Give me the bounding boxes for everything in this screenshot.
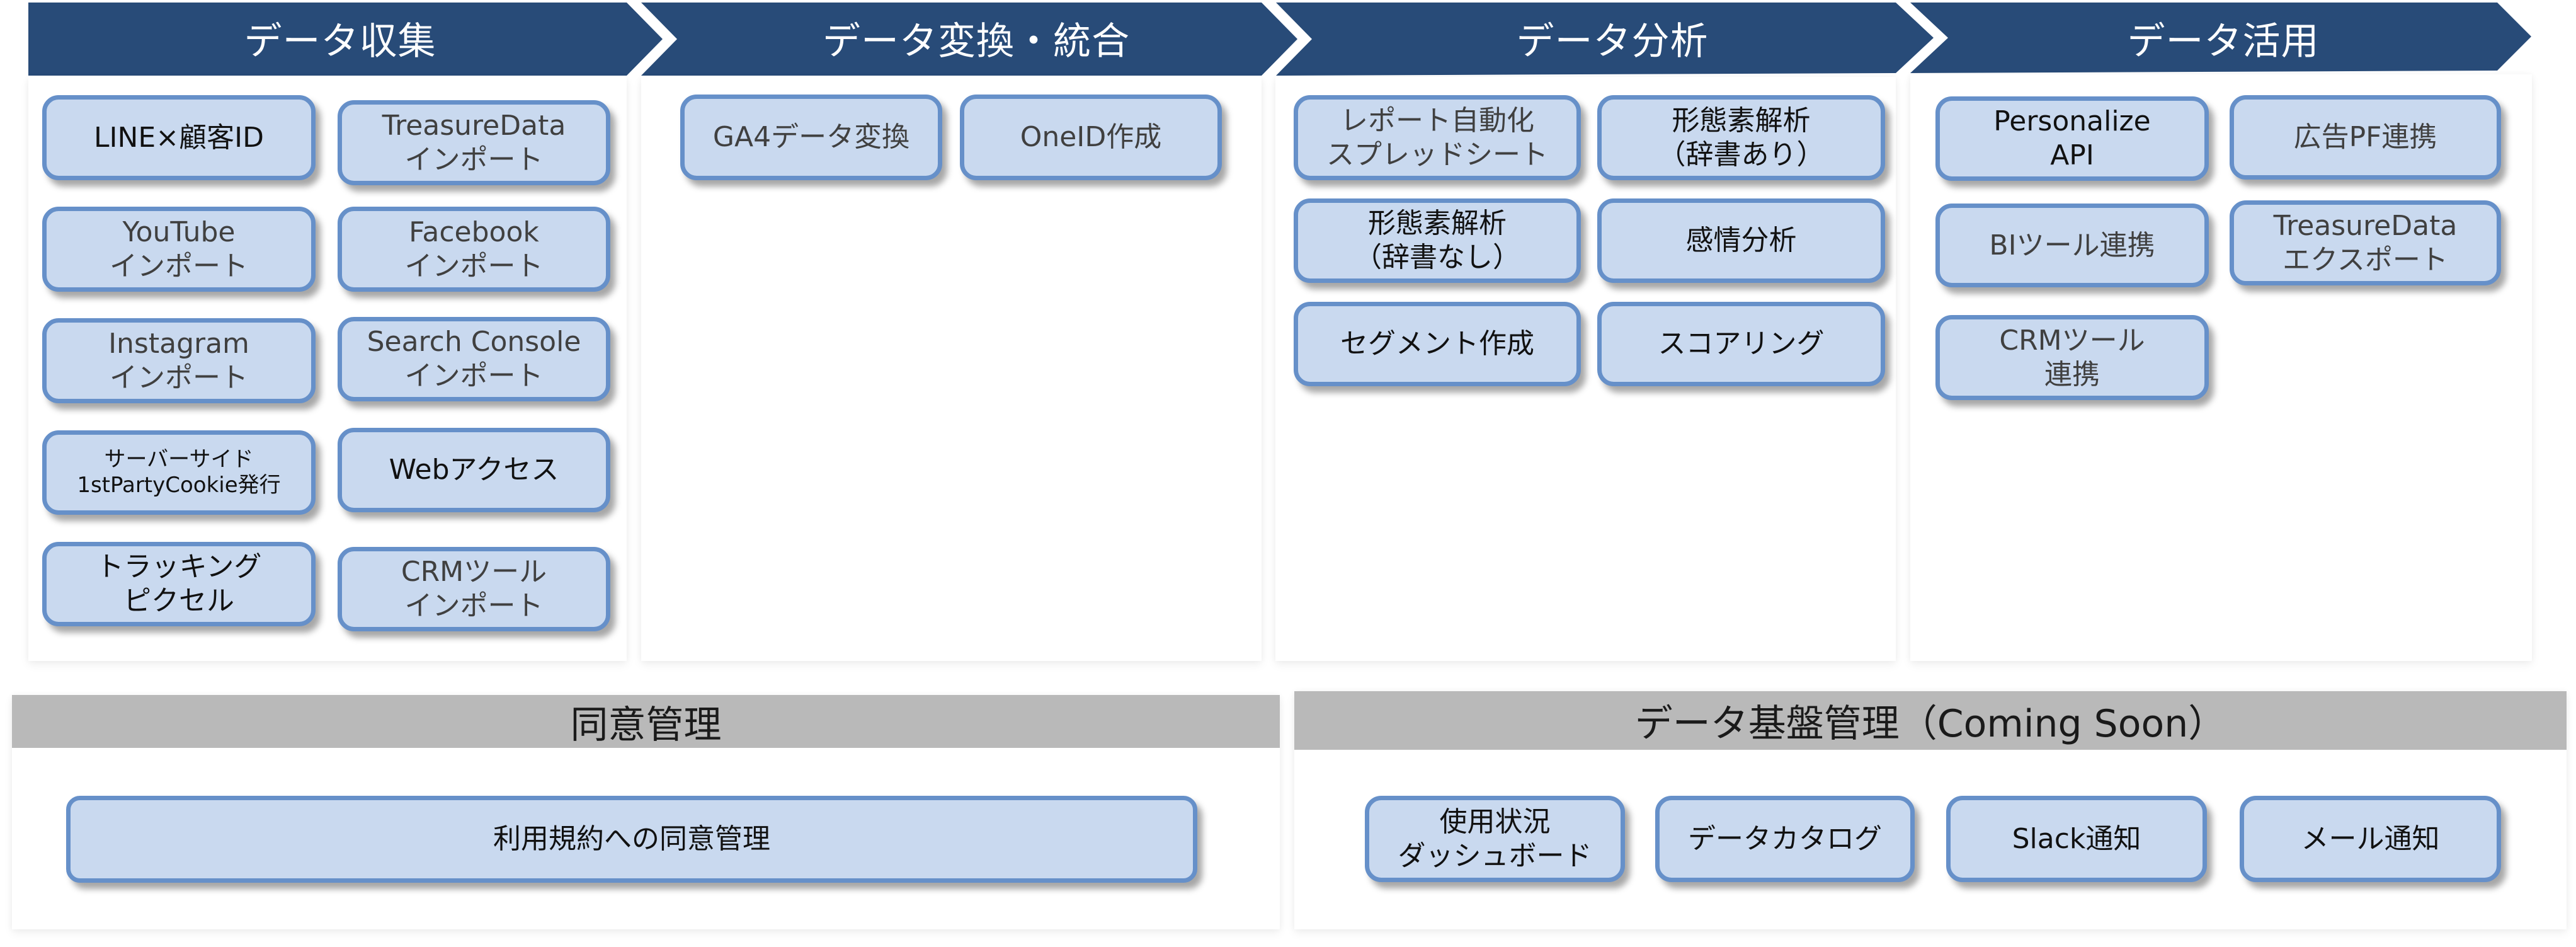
item-treasuredata-export[interactable]: TreasureData エクスポート <box>2230 200 2501 285</box>
stage-chevron-bar <box>28 3 2531 76</box>
item-scoring[interactable]: スコアリング <box>1597 302 1885 386</box>
item-personalize-api[interactable]: Personalize API <box>1935 96 2209 181</box>
item-facebook-import[interactable]: Facebook インポート <box>338 207 610 292</box>
item-mail-notify[interactable]: メール通知 <box>2240 796 2501 882</box>
item-crm-link[interactable]: CRMツール 連携 <box>1935 315 2209 400</box>
item-ga4-transform[interactable]: GA4データ変換 <box>680 95 942 180</box>
section-title-consent: 同意管理 <box>12 695 1280 748</box>
item-oneid-create[interactable]: OneID作成 <box>960 95 1222 180</box>
item-slack-notify[interactable]: Slack通知 <box>1946 796 2207 882</box>
section-title-platform-management: データ基盤管理（Coming Soon） <box>1294 691 2567 750</box>
item-ad-platform-link[interactable]: 広告PF連携 <box>2230 95 2501 180</box>
item-tracking-pixel[interactable]: トラッキング ピクセル <box>42 542 316 626</box>
stage-title-analyze: データ分析 <box>1516 19 1709 64</box>
item-morph-with-dict[interactable]: 形態素解析 （辞書あり） <box>1597 95 1885 180</box>
item-usage-dashboard[interactable]: 使用状況 ダッシュボード <box>1365 796 1625 882</box>
stage-chevron-collect <box>28 3 663 76</box>
item-terms-consent[interactable]: 利用規約への同意管理 <box>66 796 1197 883</box>
item-instagram-import[interactable]: Instagram インポート <box>42 318 316 403</box>
stage-title-transform: データ変換・統合 <box>823 19 1130 64</box>
item-search-console-import[interactable]: Search Console インポート <box>338 317 610 401</box>
item-sentiment-analysis[interactable]: 感情分析 <box>1597 198 1885 283</box>
stage-chevron-transform <box>641 3 1297 76</box>
item-line-customer-id[interactable]: LINE×顧客ID <box>42 95 316 180</box>
item-segment-create[interactable]: セグメント作成 <box>1294 302 1581 386</box>
stage-title-activate: データ活用 <box>2127 19 2320 64</box>
item-bi-tool-link[interactable]: BIツール連携 <box>1935 204 2209 287</box>
stage-chevron-activate <box>1910 3 2531 73</box>
item-server-side-cookie[interactable]: サーバーサイド 1stPartyCookie発行 <box>42 430 316 515</box>
item-crm-import[interactable]: CRMツール インポート <box>338 547 610 631</box>
stage-chevron-analyze <box>1276 3 1934 76</box>
item-web-access[interactable]: Webアクセス <box>338 428 610 512</box>
item-youtube-import[interactable]: YouTube インポート <box>42 207 316 292</box>
item-morph-without-dict[interactable]: 形態素解析 （辞書なし） <box>1294 198 1581 283</box>
item-data-catalog[interactable]: データカタログ <box>1655 796 1915 882</box>
stage-title-collect: データ収集 <box>244 19 436 64</box>
item-treasuredata-import[interactable]: TreasureData インポート <box>338 100 610 185</box>
item-report-automation[interactable]: レポート自動化 スプレッドシート <box>1294 95 1581 180</box>
